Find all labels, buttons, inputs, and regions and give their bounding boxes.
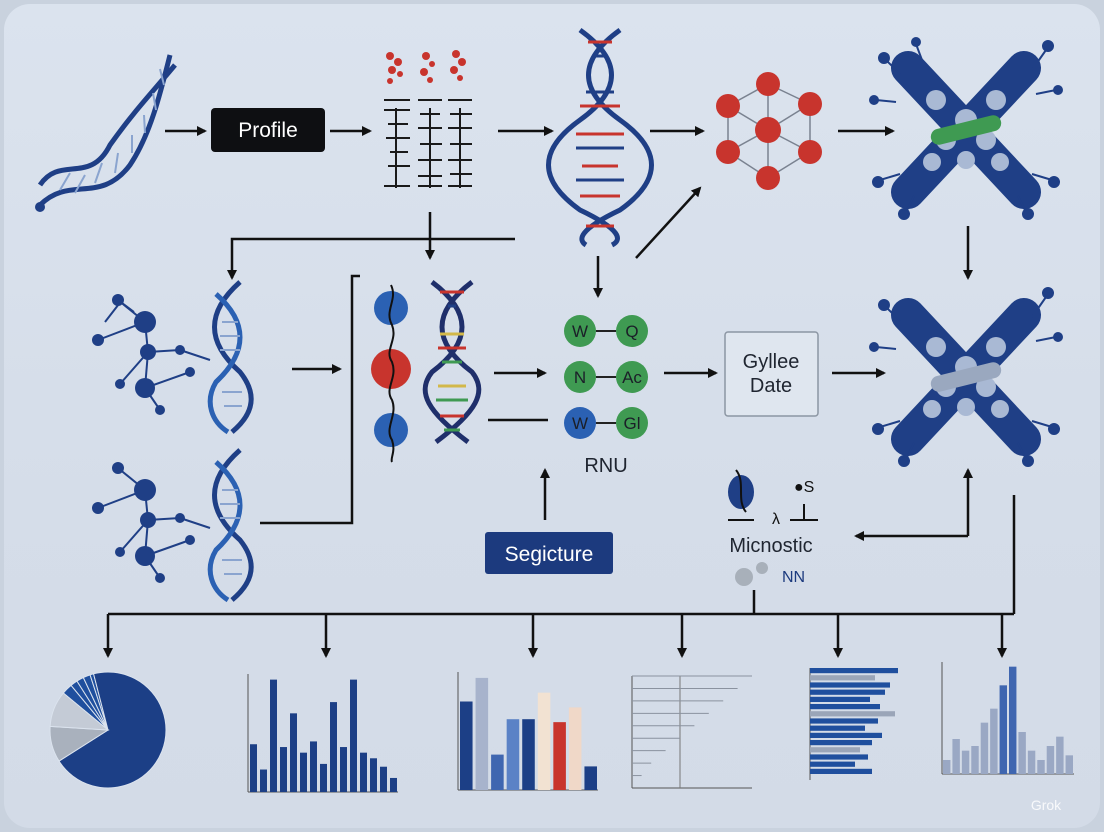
gel-ladder-icon bbox=[384, 50, 472, 188]
bar bbox=[990, 709, 997, 774]
bar bbox=[380, 767, 387, 792]
molecule-helix-pair-lower bbox=[92, 450, 251, 600]
bar bbox=[810, 747, 860, 752]
bar bbox=[810, 754, 868, 759]
dna-double-helix-center-icon bbox=[425, 282, 479, 442]
bar bbox=[810, 769, 872, 774]
bar bbox=[810, 733, 882, 738]
bar bbox=[1018, 732, 1025, 774]
bar bbox=[260, 770, 267, 792]
bar bbox=[460, 702, 473, 791]
bar bbox=[370, 758, 377, 792]
bar bbox=[300, 753, 307, 792]
bar bbox=[1047, 746, 1054, 774]
bar bbox=[290, 713, 297, 792]
segicture-label: Segicture bbox=[505, 543, 594, 566]
chromosome-spheres-icon bbox=[371, 285, 411, 462]
bar bbox=[810, 697, 870, 702]
bar bbox=[1037, 760, 1044, 774]
svg-text:Q: Q bbox=[625, 322, 638, 341]
protein-complex-icon bbox=[870, 38, 1062, 219]
dna-double-helix-icon bbox=[549, 30, 652, 245]
gyllee-label: Gyllee bbox=[743, 351, 800, 373]
node-n: N bbox=[564, 361, 596, 393]
bar bbox=[250, 744, 257, 792]
svg-text:W: W bbox=[572, 414, 588, 433]
bar bbox=[1056, 737, 1063, 774]
bar bbox=[810, 704, 880, 709]
bar bbox=[1028, 751, 1035, 774]
bar bbox=[280, 747, 287, 792]
molecule-helix-pair-upper bbox=[92, 282, 251, 432]
bar bbox=[491, 755, 504, 790]
bar bbox=[810, 682, 890, 687]
grok-watermark: Grok bbox=[1031, 797, 1062, 813]
node-grid: W Q N Ac W Gl bbox=[564, 315, 648, 477]
bar bbox=[310, 741, 317, 792]
node-q: Q bbox=[616, 315, 648, 347]
bar bbox=[810, 740, 872, 745]
molecule-network-icon bbox=[716, 72, 822, 190]
node-ac: Ac bbox=[616, 361, 648, 393]
profile-box: Profile bbox=[211, 108, 325, 152]
dna-helix-icon bbox=[35, 55, 175, 212]
bar bbox=[810, 762, 855, 767]
bar bbox=[952, 739, 959, 774]
profile-label: Profile bbox=[238, 119, 298, 142]
bar bbox=[330, 702, 337, 792]
bar bbox=[1066, 755, 1073, 774]
micnostic-label: Micnostic bbox=[729, 535, 812, 557]
chart-row bbox=[50, 662, 1074, 792]
bar bbox=[476, 678, 489, 790]
node-w-1: W bbox=[564, 315, 596, 347]
bar bbox=[1009, 667, 1016, 774]
bar bbox=[810, 718, 878, 723]
svg-text:Gl: Gl bbox=[624, 414, 641, 433]
gyllee-date-box: Gyllee Date bbox=[725, 332, 818, 416]
bar bbox=[810, 711, 895, 716]
rnu-label: RNU bbox=[584, 455, 627, 477]
svg-text:W: W bbox=[572, 322, 588, 341]
micnostic-cluster: λ ●S Micnostic NN bbox=[728, 470, 818, 586]
bar bbox=[270, 680, 277, 792]
bar bbox=[360, 753, 367, 792]
bar bbox=[507, 719, 520, 790]
bar bbox=[553, 722, 566, 790]
bar bbox=[538, 693, 551, 790]
bar bbox=[971, 746, 978, 774]
bar bbox=[810, 668, 898, 673]
date-label: Date bbox=[750, 375, 792, 397]
node-w-2: W bbox=[564, 407, 596, 439]
svg-text:N: N bbox=[574, 368, 586, 387]
segicture-box: Segicture bbox=[485, 532, 613, 574]
bar bbox=[584, 766, 597, 790]
bar bbox=[810, 690, 885, 695]
lambda-mark: λ bbox=[772, 511, 780, 528]
nn-label: NN bbox=[782, 569, 805, 586]
bar bbox=[340, 747, 347, 792]
bar bbox=[522, 719, 535, 790]
bar bbox=[569, 707, 582, 790]
bar bbox=[390, 778, 397, 792]
s-mark: ●S bbox=[794, 479, 814, 496]
svg-text:Ac: Ac bbox=[622, 368, 642, 387]
bar bbox=[810, 675, 875, 680]
bar bbox=[810, 726, 865, 731]
node-gl: Gl bbox=[616, 407, 648, 439]
bar bbox=[350, 680, 357, 792]
bar bbox=[1000, 685, 1007, 774]
bar bbox=[943, 760, 950, 774]
protein-complex-faded-icon bbox=[870, 288, 1062, 466]
bar bbox=[962, 751, 969, 774]
bar bbox=[320, 764, 327, 792]
bar bbox=[981, 723, 988, 774]
